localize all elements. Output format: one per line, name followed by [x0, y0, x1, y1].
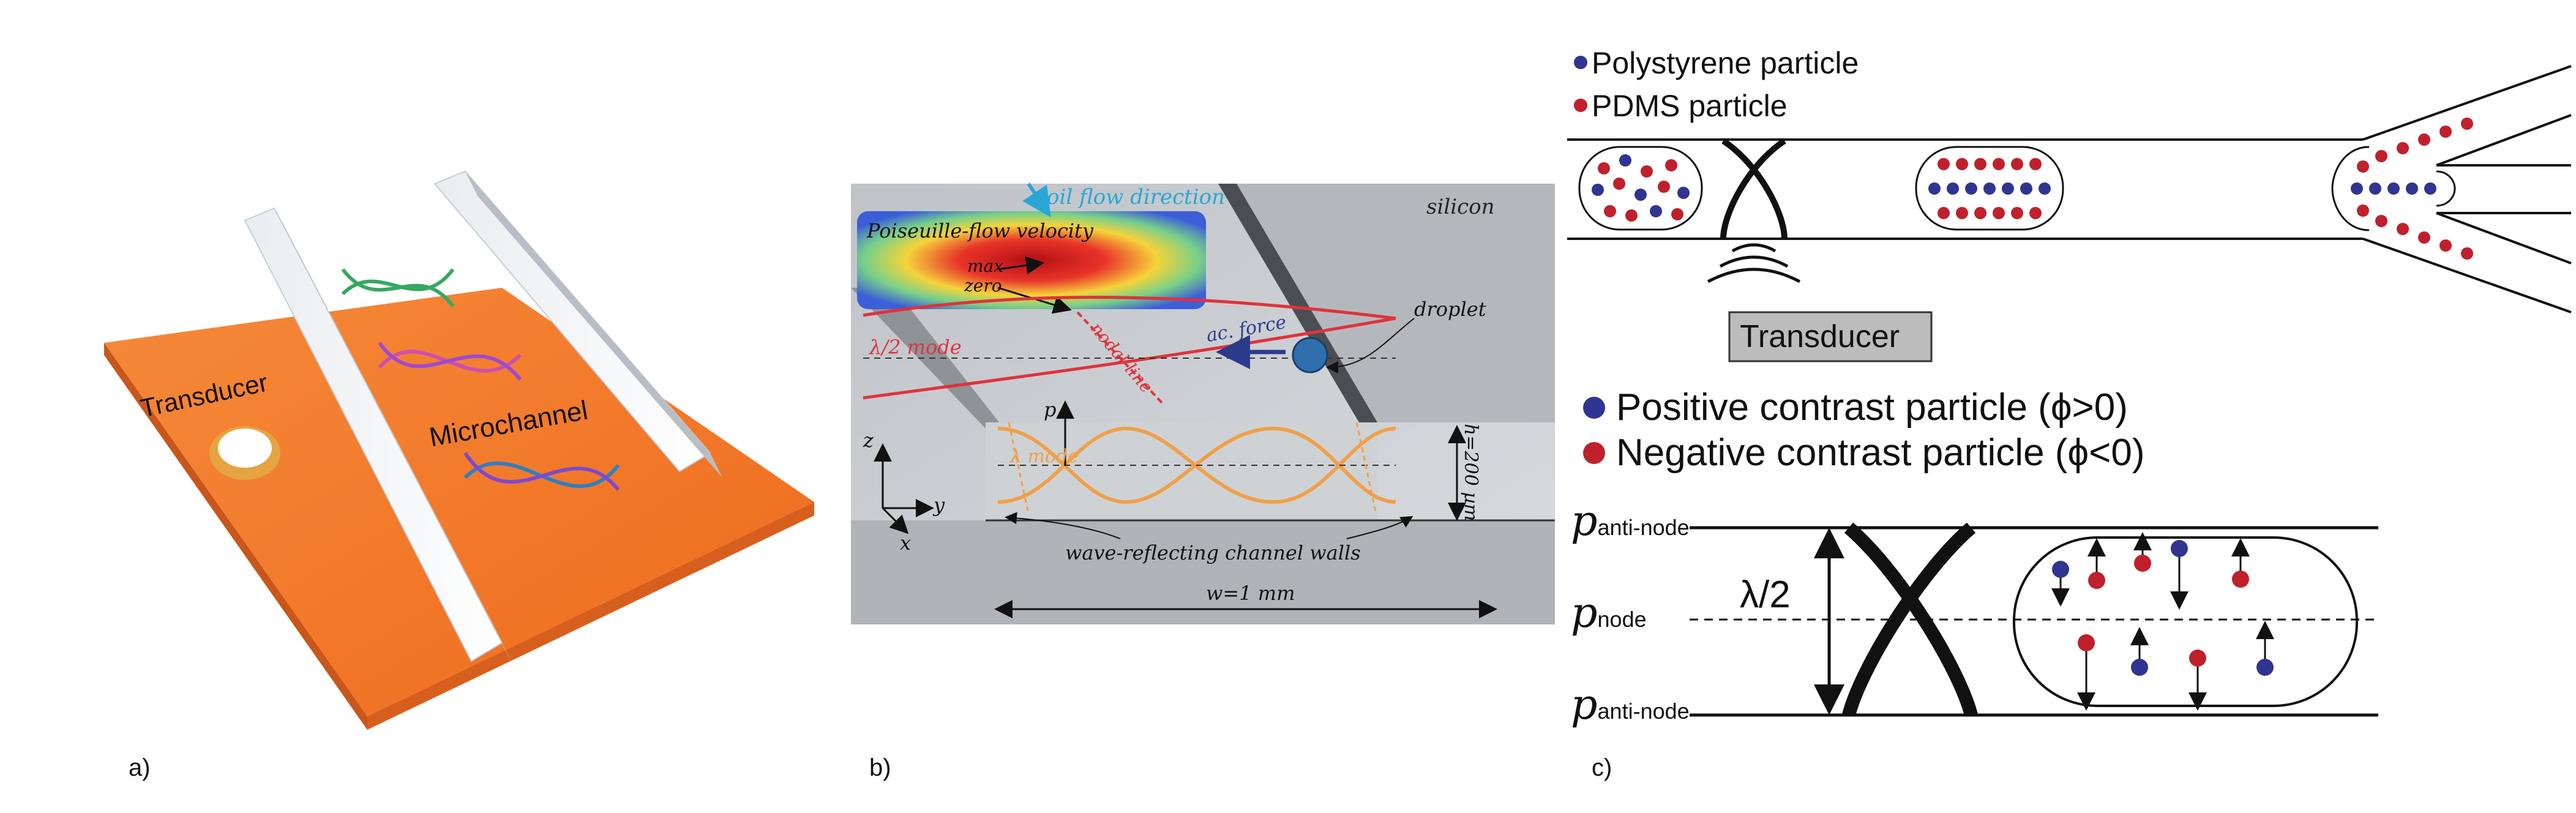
walls-label: wave-reflecting channel walls	[1065, 541, 1361, 564]
outlet-particles	[2351, 118, 2473, 260]
force-particles	[2051, 532, 2274, 711]
droplet-pointer	[1326, 318, 1415, 373]
capsule-sorted	[1915, 146, 2064, 231]
capsule-mixed	[1578, 146, 1703, 231]
negative-contrast-legend-label: Negative contrast particle (ϕ<0)	[1616, 432, 2145, 474]
p-axis-label: p	[1044, 398, 1057, 421]
droplet	[1292, 337, 1328, 373]
sorted-particles	[1928, 158, 2051, 219]
channel-lower-region	[986, 422, 1377, 520]
panel-b-channel-cross-section: oil flow direction silicon Poiseuille-fl…	[845, 0, 1567, 813]
half-lambda-mode-label: λ/2 mode	[869, 335, 962, 359]
outlet-lower-outer	[2362, 238, 2572, 313]
p-node-label: pnode	[1571, 589, 1647, 637]
p-antinode-bottom-label: panti-node	[1571, 681, 1690, 729]
panel-c-acoustophoresis-schematic: Polystyrene particle PDMS particle Trans…	[1567, 0, 2576, 813]
half-lambda-wave-upper	[863, 296, 1396, 320]
outlet-upper-outer	[2362, 65, 2572, 141]
signal-arc-3	[1707, 268, 1801, 283]
nodal-line	[1076, 311, 1164, 405]
transducer-box	[1728, 311, 1933, 362]
pdms-legend-dot	[1574, 99, 1587, 112]
substrate-plate-edge-right	[367, 502, 814, 730]
x-axis	[882, 507, 909, 534]
x-axis-label: x	[900, 531, 912, 555]
negative-contrast-legend-dot	[1583, 442, 1605, 464]
signal-arc-1	[1731, 243, 1777, 253]
p-symbol: p	[1571, 589, 1598, 637]
capsule-outlet-tip	[2436, 170, 2456, 207]
signal-arc-2	[1719, 255, 1789, 268]
silicon-label: silicon	[1426, 195, 1495, 219]
walls-pointer-right	[1346, 515, 1413, 539]
transducer-box-label: Transducer	[1740, 319, 1900, 354]
wave-line-green-2	[341, 268, 455, 307]
standing-wave-top-a	[1721, 138, 1788, 239]
positive-contrast-legend-dot	[1583, 397, 1605, 419]
standing-wave-bottom-b	[1842, 522, 1976, 717]
droplet-label: droplet	[1414, 298, 1486, 321]
half-wavelength-label: λ/2	[1740, 574, 1791, 616]
channel-wall-right-face	[465, 171, 722, 478]
capsule-outlet	[2331, 146, 2370, 231]
positive-contrast-legend-label: Positive contrast particle (ϕ>0)	[1616, 386, 2128, 429]
lambda-mode-label: λ mode	[1010, 446, 1079, 467]
max-label: max	[967, 256, 1004, 276]
p-antinode-bottom-subscript: anti-node	[1597, 699, 1690, 724]
standing-wave-bottom-a	[1844, 522, 1978, 717]
left-slant-wall	[851, 288, 1004, 429]
panel-c-label: c)	[1592, 754, 1612, 781]
cross-section-illustration	[851, 182, 1555, 624]
capsule-force-diagram	[2013, 536, 2358, 707]
half-lambda-wave-lower	[863, 317, 1396, 400]
lambda-wave-b	[997, 426, 1396, 504]
p-symbol: p	[1571, 681, 1598, 729]
max-arrow	[997, 256, 1044, 275]
outlet-lower-inner	[2436, 212, 2572, 264]
outlet-upper-inner	[2436, 114, 2572, 167]
walls-pointer-left	[1005, 512, 1121, 539]
separation-schematic	[1567, 56, 2572, 717]
silicon-block	[1237, 184, 1555, 422]
lambda-node-line-2	[1355, 422, 1377, 515]
wave-line-pink-2	[378, 342, 522, 381]
device-illustration	[104, 170, 814, 730]
height-label: h=200 µm	[1460, 424, 1481, 522]
wave-line-blue-2	[463, 452, 620, 491]
standing-wave-top-b	[1720, 138, 1786, 239]
p-antinode-top-label: panti-node	[1571, 497, 1690, 545]
p-antinode-top-subscript: anti-node	[1597, 515, 1690, 540]
p-node-subscript: node	[1597, 607, 1647, 632]
pdms-legend-label: PDMS particle	[1592, 89, 1788, 123]
mixed-particles	[1592, 154, 1690, 222]
y-axis-label: y	[934, 493, 945, 517]
panel-a-microchannel-device: Transducer Microchannel a)	[0, 0, 845, 813]
substrate-plate-edge	[104, 343, 367, 730]
poiseuille-label: Poiseuille-flow velocity	[867, 219, 1093, 242]
polystyrene-legend-label: Polystyrene particle	[1592, 46, 1859, 80]
width-label: w=1 mm	[1206, 582, 1295, 605]
panel-b-label: b)	[869, 754, 891, 781]
oil-flow-arrow	[1022, 182, 1051, 217]
transducer-disc	[218, 429, 272, 468]
panel-a-label: a)	[129, 754, 151, 781]
z-axis-label: z	[863, 429, 874, 452]
lambda-node-line-1	[1008, 422, 1030, 515]
polystyrene-legend-dot	[1574, 56, 1587, 69]
zero-label: zero	[964, 275, 1002, 296]
p-symbol: p	[1571, 497, 1598, 545]
oil-flow-label: oil flow direction	[1047, 185, 1226, 209]
